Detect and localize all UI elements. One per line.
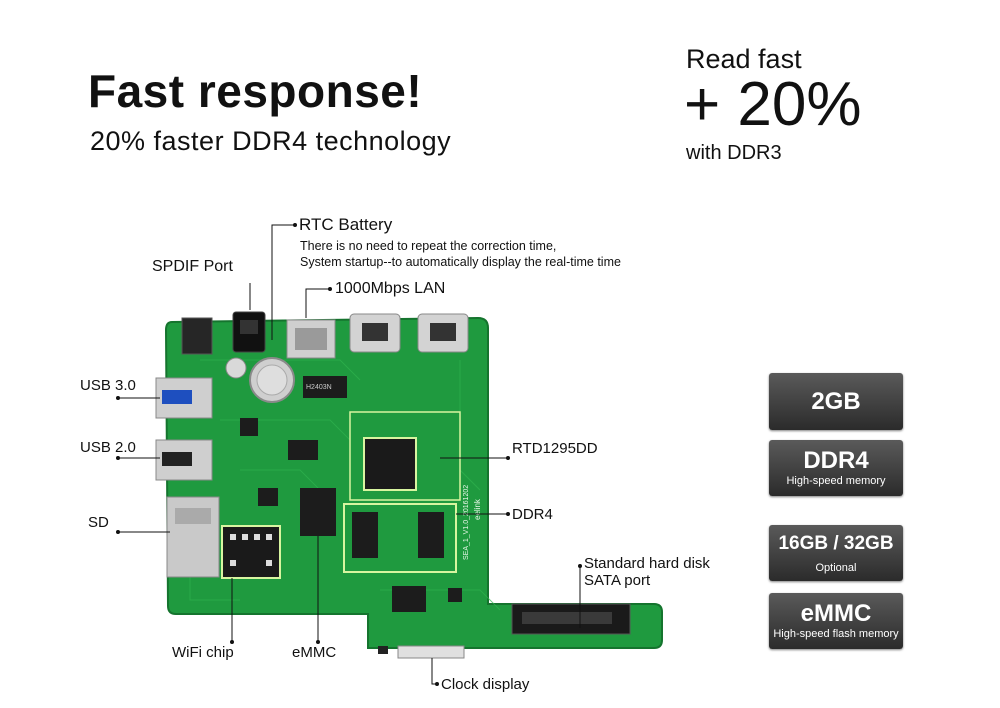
battery-chip-code: H2403N [306,384,332,391]
page-title: Fast response! [88,65,423,117]
spec-emmc-value: eMMC [800,600,872,627]
spec-ddr4-note: High-speed memory [786,475,886,487]
lan-label: 1000Mbps LAN [335,280,446,297]
spec-box-capacity: 2GB [769,373,903,430]
sata-line-2: SATA port [584,572,651,589]
ddr4-label: DDR4 [512,506,553,523]
emmc-chip [300,488,336,536]
page-subtitle: 20% faster DDR4 technology [90,126,452,156]
wifi-chip [221,525,281,579]
leader-clock [431,658,437,685]
spec-storage-value: 16GB / 32GB [778,533,894,554]
ddr4-chip-1 [352,512,378,558]
lan-transformer [303,376,347,398]
stat-value: + 20% [684,70,862,139]
audio-jack [181,317,213,355]
wifi-chip-label: WiFi chip [172,644,234,661]
sd-label: SD [88,514,109,531]
spdif-port-label: SPDIF Port [152,258,233,275]
rtc-line-2: System startup--to automatically display… [300,255,621,269]
ddr4-chip-2 [418,512,444,558]
spec-ddr4-value: DDR4 [803,447,869,474]
usb3-label: USB 3.0 [80,377,136,394]
leader-lan [305,288,330,318]
stat-label: Read fast [686,44,802,74]
sata-label: Standard hard disk SATA port [584,555,710,589]
spec-box-ddr4: DDR4 High-speed memory [769,440,903,496]
rtc-battery-description: There is no need to repeat the correctio… [300,238,621,270]
spec-box-emmc: eMMC High-speed flash memory [769,593,903,649]
leader-rtc [271,224,295,340]
clock-display-label: Clock display [441,676,530,693]
board-code: SEA_1_V1.0_20161202 [463,485,470,560]
brand-mark: eelink [473,498,482,520]
usb2-label: USB 2.0 [80,439,136,456]
rtc-line-1: There is no need to repeat the correctio… [300,239,557,253]
soc-chip [363,437,417,491]
soc-label: RTD1295DD [512,440,598,457]
spec-capacity-value: 2GB [811,387,861,415]
spec-emmc-note: High-speed flash memory [773,628,899,640]
emmc-label: eMMC [292,644,337,661]
stat-note: with DDR3 [686,142,782,164]
clock-display-connector [397,645,465,659]
spec-box-storage: 16GB / 32GB Optional [769,525,903,581]
rtc-battery-label: RTC Battery [299,215,393,234]
spec-storage-note: Optional [815,562,857,574]
sata-line-1: Standard hard disk [584,555,710,572]
